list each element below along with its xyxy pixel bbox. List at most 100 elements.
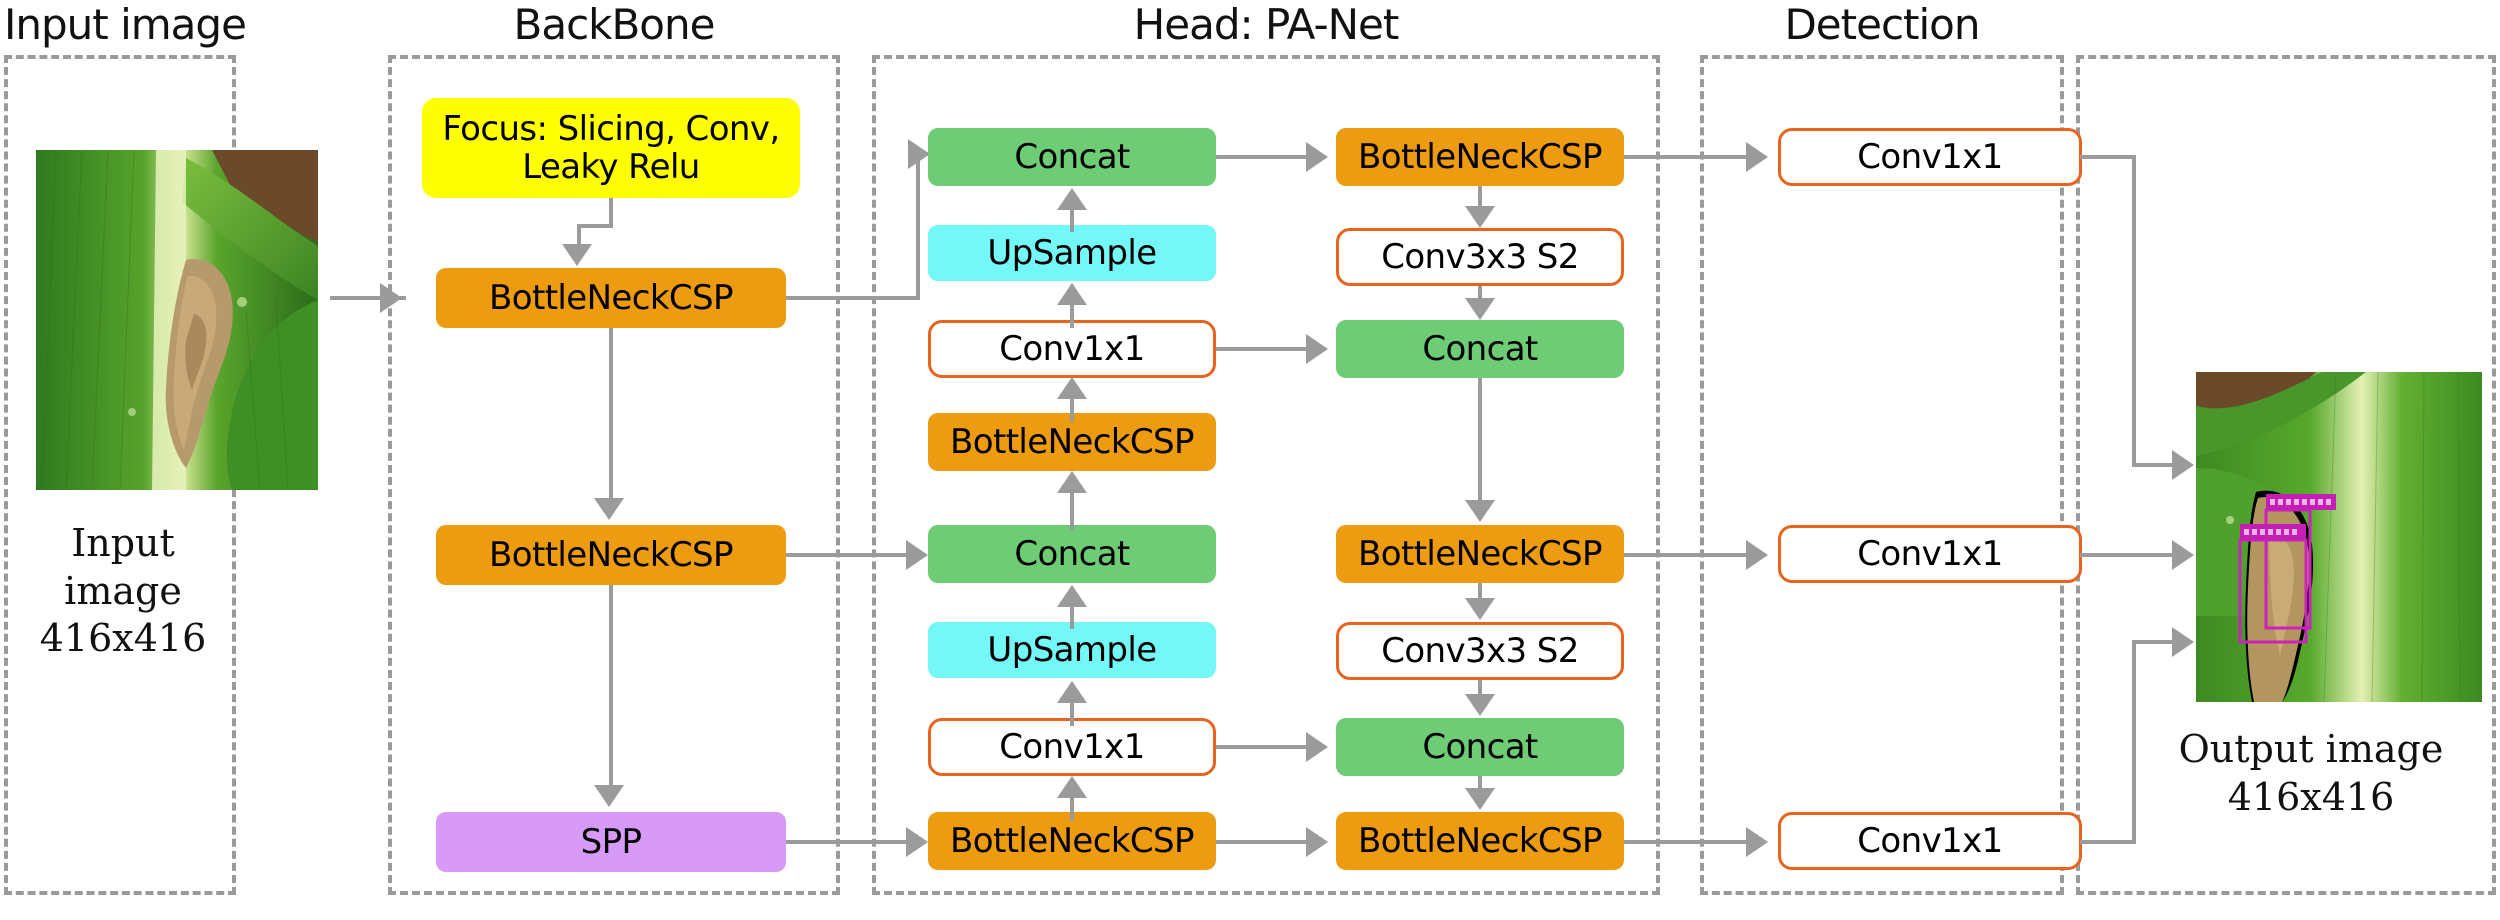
arrowhead-right-conv3x3-1-to-concat1 — [1465, 298, 1495, 320]
arrowhead-concat-b-to-bncsp-a — [1057, 471, 1087, 493]
connector-focus-elbow — [577, 224, 613, 228]
connector-right-concat2-to-bncsp3 — [1478, 776, 1482, 792]
arrowhead-bncsp1-to-concat-a — [908, 139, 930, 169]
connector-right-conv3x3-1-to-concat1 — [1478, 286, 1482, 302]
arrowhead-det2-to-output — [2172, 540, 2194, 570]
panel-title-head: Head: PA-Net — [1133, 0, 1400, 49]
node-head-conv1x1-a[interactable]: Conv1x1 — [928, 320, 1216, 378]
connector-bncsp1-right — [786, 296, 920, 300]
output-image-caption: Output image 416x416 — [2178, 727, 2444, 819]
connector-right-bncsp1-to-conv3x3-1 — [1478, 186, 1482, 208]
arrowhead-conv1x1-b-to-right-concat2 — [1306, 732, 1328, 762]
connector-right-conv3x3-2-to-concat2 — [1478, 680, 1482, 698]
connector-input-to-backbone — [330, 296, 406, 300]
connector-det1-out-v — [2132, 155, 2136, 465]
arrowhead-upsample-b-to-concat-b — [1057, 585, 1087, 607]
arrowhead-det3-to-output — [2172, 627, 2194, 657]
connector-conv1x1-b-to-right-concat2 — [1216, 745, 1314, 749]
arrowhead-det1-to-output — [2172, 450, 2194, 480]
arrowhead-conv1x1-a-to-right-concat1 — [1306, 334, 1328, 364]
connector-right-bncsp2-to-conv3x3-2 — [1478, 583, 1482, 601]
node-head-concat-b[interactable]: Concat — [928, 525, 1216, 583]
connector-concat-b-to-bncsp-a — [1070, 492, 1074, 530]
arrowhead-bncsp2-to-spp — [594, 785, 624, 807]
connector-det3-out-h2 — [2132, 640, 2180, 644]
arrowhead-spp-to-bncsp-b — [906, 827, 928, 857]
connector-right-bncsp3-to-det3 — [1624, 840, 1752, 844]
arrowhead-right-conv3x3-2-to-concat2 — [1465, 694, 1495, 716]
connector-focus-down-1 — [609, 198, 613, 228]
node-detection-conv1x1-3[interactable]: Conv1x1 — [1778, 812, 2082, 870]
connector-upsample-b-to-concat-b — [1070, 605, 1074, 629]
connector-right-bncsp1-to-det1 — [1624, 155, 1752, 159]
arrowhead-bncsp-b-to-right-bncsp3 — [1306, 827, 1328, 857]
node-head-bottleneckcsp-a[interactable]: BottleNeckCSP — [928, 413, 1216, 471]
connector-det1-out-h — [2080, 155, 2136, 159]
node-head-concat-a[interactable]: Concat — [928, 128, 1216, 186]
connector-bncsp1-to-bncsp2 — [609, 328, 613, 500]
panel-title-detection: Detection — [1784, 0, 1980, 49]
connector-concat-a-to-right-bncsp1 — [1216, 155, 1314, 159]
connector-bncsp-b-to-right-bncsp3 — [1216, 840, 1314, 844]
arrowhead-right-bncsp2-to-conv3x3-2 — [1465, 598, 1495, 620]
arrowhead-right-concat1-to-bncsp2 — [1465, 500, 1495, 522]
arrowhead-conv1x1-a-to-upsample-a — [1057, 283, 1087, 305]
arrowhead-bncsp2-to-concat-b — [906, 540, 928, 570]
arrowhead-bncsp-b-to-conv1x1-b — [1057, 776, 1087, 798]
node-head-right-bottleneckcsp-3[interactable]: BottleNeckCSP — [1336, 812, 1624, 870]
connector-bncsp2-to-concat-b — [786, 553, 916, 557]
connector-upsample-a-to-concat-a — [1070, 208, 1074, 232]
output-image — [2196, 372, 2482, 702]
connector-bncsp2-to-spp — [609, 585, 613, 787]
arrowhead-bncsp-a-to-conv1x1-a — [1057, 377, 1087, 399]
node-head-right-conv3x3-2[interactable]: Conv3x3 S2 — [1336, 622, 1624, 680]
arrowhead-concat-a-to-right-bncsp1 — [1306, 142, 1328, 172]
arrowhead-input-to-backbone — [380, 283, 402, 313]
node-head-right-concat-1[interactable]: Concat — [1336, 320, 1624, 378]
node-head-upsample-a[interactable]: UpSample — [928, 225, 1216, 281]
connector-det2-out-h — [2080, 553, 2180, 557]
connector-det3-out-h — [2080, 840, 2136, 844]
panel-title-input: Input image — [4, 0, 247, 49]
arrowhead-right-bncsp2-to-det2 — [1746, 540, 1768, 570]
input-image-caption: Input image 416x416 — [39, 521, 207, 660]
node-detection-conv1x1-1[interactable]: Conv1x1 — [1778, 128, 2082, 186]
connector-right-concat1-to-bncsp2 — [1478, 378, 1482, 504]
node-head-right-concat-2[interactable]: Concat — [1336, 718, 1624, 776]
connector-det3-out-v — [2132, 640, 2136, 844]
connector-right-bncsp2-to-det2 — [1624, 553, 1752, 557]
connector-det1-out-h2 — [2132, 463, 2180, 467]
connector-bncsp-a-to-conv1x1-a — [1070, 396, 1074, 422]
node-head-bottleneckcsp-b[interactable]: BottleNeckCSP — [928, 812, 1216, 870]
connector-conv1x1-a-to-right-concat1 — [1216, 347, 1314, 351]
arrowhead-right-bncsp3-to-det3 — [1746, 827, 1768, 857]
node-head-right-conv3x3-1[interactable]: Conv3x3 S2 — [1336, 228, 1624, 286]
arrowhead-conv1x1-b-to-upsample-b — [1057, 681, 1087, 703]
node-head-upsample-b[interactable]: UpSample — [928, 622, 1216, 678]
connector-conv1x1-b-to-upsample-b — [1070, 700, 1074, 726]
arrowhead-focus-to-bncsp1 — [562, 244, 592, 266]
node-focus[interactable]: Focus: Slicing, Conv, Leaky Relu — [422, 98, 800, 198]
node-head-right-bottleneckcsp-2[interactable]: BottleNeckCSP — [1336, 525, 1624, 583]
panel-output-image — [2076, 55, 2496, 895]
connector-bncsp-b-to-conv1x1-b — [1070, 795, 1074, 821]
connector-spp-to-bncsp-b — [786, 840, 916, 844]
node-detection-conv1x1-2[interactable]: Conv1x1 — [1778, 525, 2082, 583]
arrowhead-bncsp1-to-bncsp2 — [594, 498, 624, 520]
arrowhead-upsample-a-to-concat-a — [1057, 188, 1087, 210]
panel-title-backbone: BackBone — [513, 0, 716, 49]
node-spp[interactable]: SPP — [436, 812, 786, 872]
input-image — [36, 150, 318, 490]
connector-conv1x1-a-to-upsample-a — [1070, 302, 1074, 328]
connector-focus-down-2 — [577, 224, 581, 248]
arrowhead-right-bncsp1-to-conv3x3-1 — [1465, 206, 1495, 228]
node-backbone-bottleneckcsp-2[interactable]: BottleNeckCSP — [436, 525, 786, 585]
node-backbone-bottleneckcsp-1[interactable]: BottleNeckCSP — [436, 268, 786, 328]
panel-head-panet — [872, 55, 1660, 895]
panel-detection — [1700, 55, 2064, 895]
connector-bncsp1-up — [916, 152, 920, 300]
node-head-conv1x1-b[interactable]: Conv1x1 — [928, 718, 1216, 776]
panel-backbone — [388, 55, 840, 895]
node-head-right-bottleneckcsp-1[interactable]: BottleNeckCSP — [1336, 128, 1624, 186]
